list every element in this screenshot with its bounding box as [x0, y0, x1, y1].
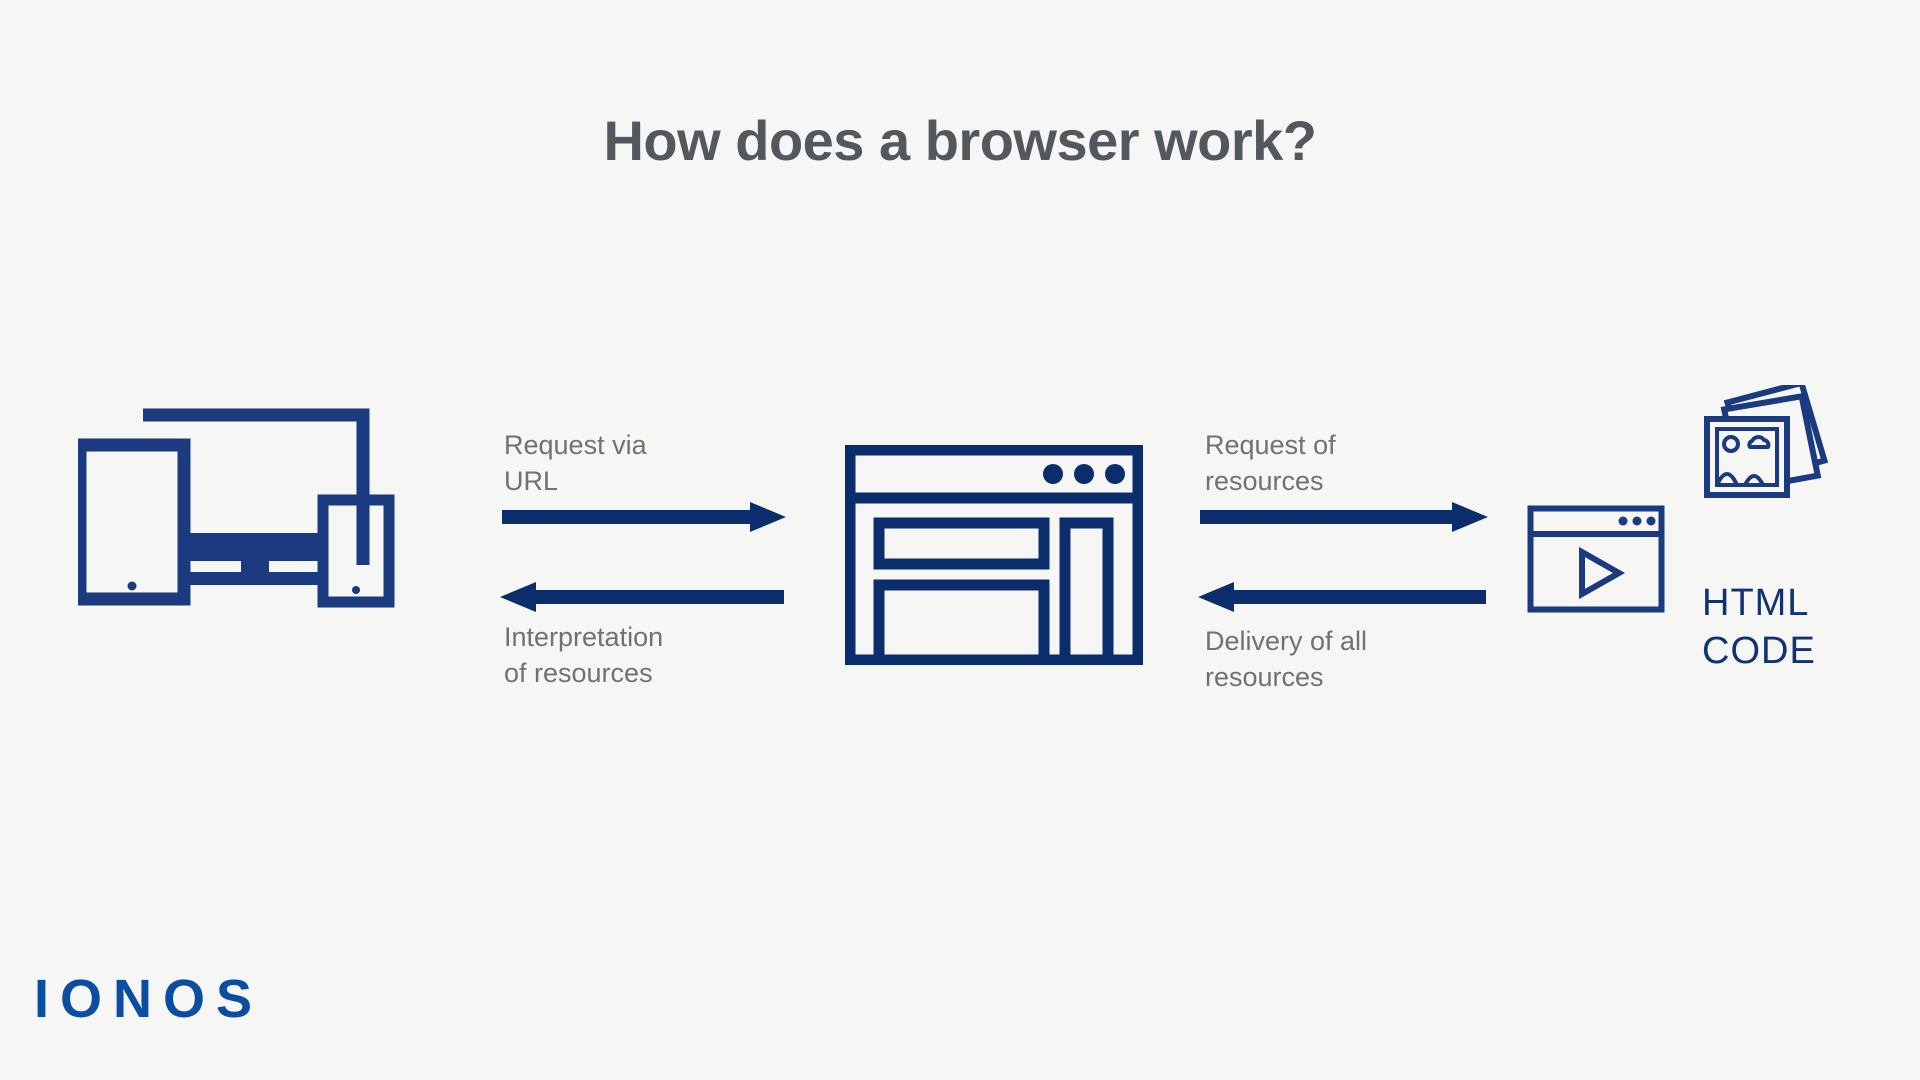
html-code-caption: HTML CODE: [1702, 582, 1816, 672]
arrow-delivery-of-all-resources: [1198, 580, 1486, 614]
arrow-interpretation-of-resources: [500, 580, 784, 614]
ionos-logo: IONOS: [34, 969, 264, 1029]
arrow-request-of-resources: [1200, 500, 1488, 534]
flow-label-request-of-resources: Request of resources: [1205, 430, 1336, 496]
flow-label-request-via-url: Request via URL: [504, 430, 647, 496]
flow-label-delivery-of-all-resources: Delivery of all resources: [1205, 626, 1368, 692]
photo-stack-icon: [1700, 379, 1860, 530]
arrow-request-via-url: [502, 500, 786, 534]
video-player-icon: [1527, 505, 1665, 613]
page-title: How does a browser work?: [603, 109, 1317, 172]
browser-window-icon: [844, 444, 1144, 666]
flow-label-interpretation-of-resources: Interpretation of resources: [504, 622, 664, 688]
devices-icon: [73, 400, 418, 620]
